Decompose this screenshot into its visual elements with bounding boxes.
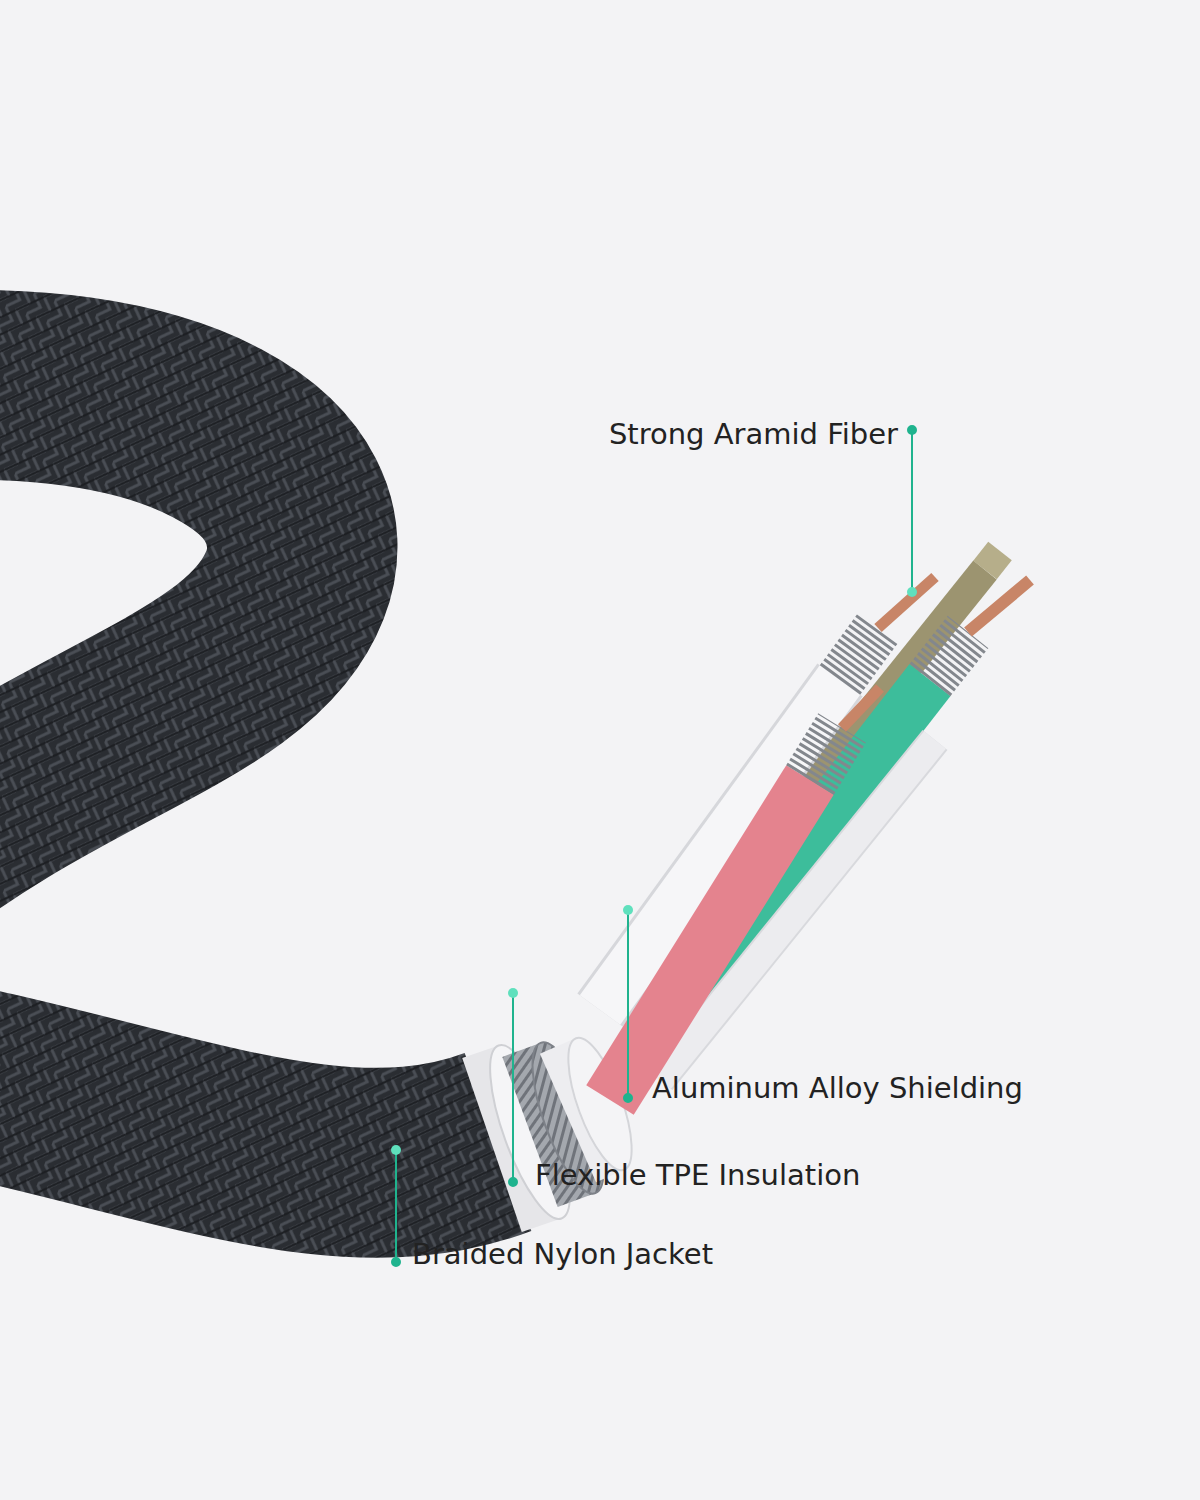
cable-jacket [0,385,302,880]
cable-jacket [0,1060,498,1163]
callout-label: Braided Nylon Jacket [412,1237,713,1272]
leader-lines [391,426,917,1266]
callout-label: Strong Aramid Fiber [609,417,898,452]
wires [600,551,1030,1100]
callout-label: Flexible TPE Insulation [535,1158,860,1193]
callout-label: Aluminum Alloy Shielding [652,1071,1023,1106]
